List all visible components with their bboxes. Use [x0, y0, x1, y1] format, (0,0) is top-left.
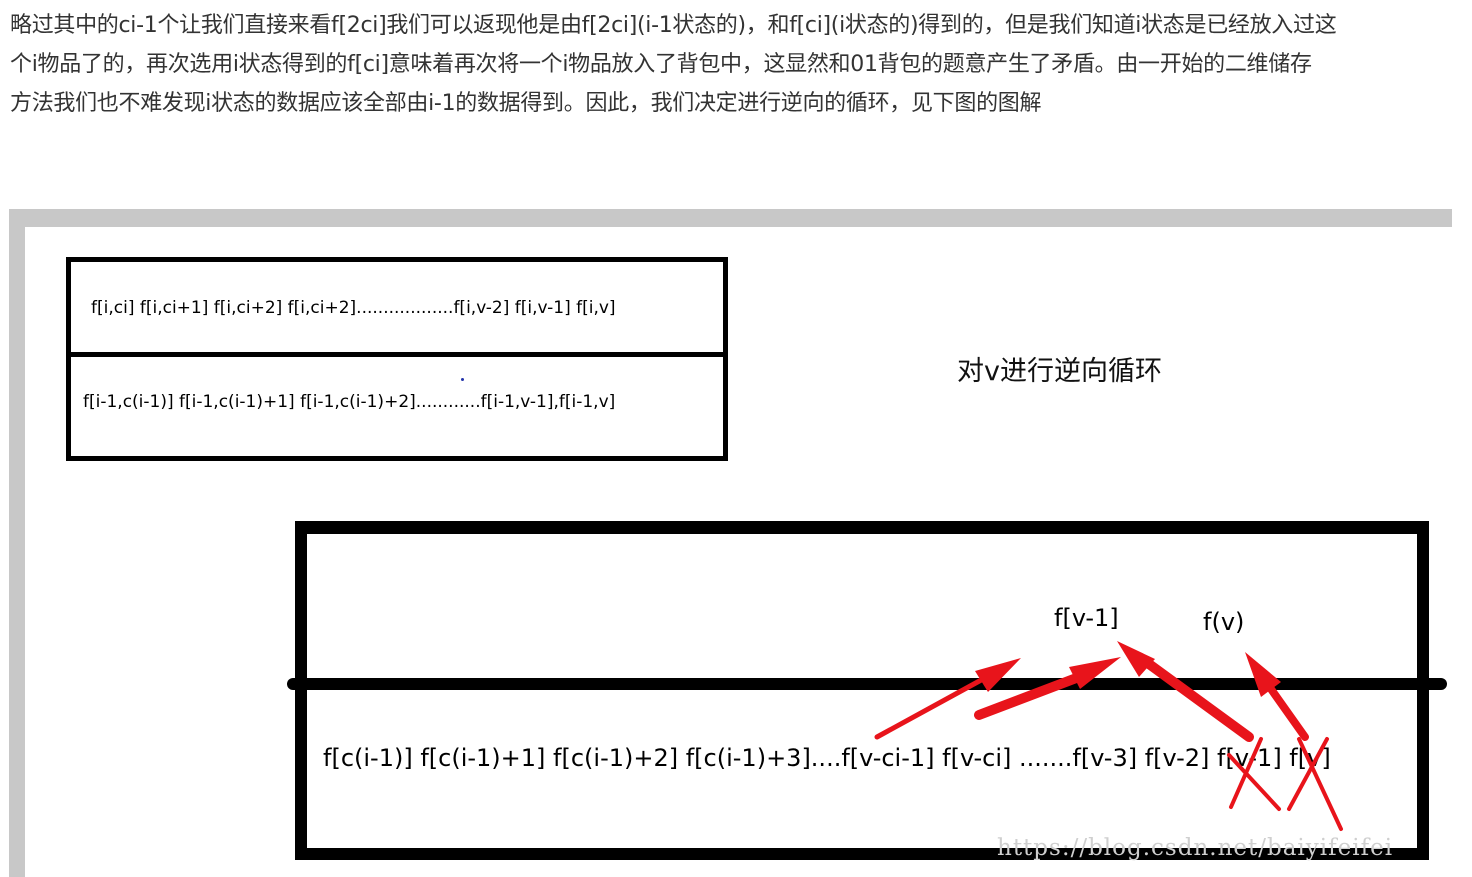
cross-mark-1a: [1227, 753, 1281, 811]
arrow-line-3: [1144, 659, 1254, 742]
state-i-row: f[i,ci] f[i,ci+1] f[i,ci+2] f[i,ci+2]...…: [91, 298, 616, 318]
cross-mark-1b: [1229, 737, 1263, 809]
reverse-loop-caption: 对v进行逆向循环: [957, 356, 1162, 387]
arrow-head-4: [1245, 652, 1281, 697]
cross-mark-2b: [1287, 737, 1329, 811]
arrow-head-1: [975, 658, 1021, 692]
two-dimensional-table-box: f[i,ci] f[i,ci+1] f[i,ci+2] f[i,ci+2]...…: [66, 257, 728, 461]
array-divider: [287, 678, 1447, 690]
article-paragraph: 略过其中的ci-1个让我们直接来看f[2ci]我们可以返现他是由f[2ci](i…: [10, 6, 1450, 123]
array-values-row: f[c(i-1)] f[c(i-1)+1] f[c(i-1)+2] f[c(i-…: [323, 744, 1331, 772]
arrow-head-3: [1117, 641, 1155, 677]
arrow-line-2: [974, 672, 1084, 720]
paragraph-line-2: 个i物品了的，再次选用i状态得到的f[ci]意味着再次将一个i物品放入了背包中，…: [10, 52, 1312, 77]
cross-mark-2a: [1297, 737, 1343, 831]
arrow-line-1: [874, 670, 997, 740]
stray-dot: [461, 378, 464, 381]
label-f-v-minus-1: f[v-1]: [1054, 604, 1119, 632]
csdn-watermark: https://blog.csdn.net/baiyifeifei: [997, 835, 1394, 861]
diagram-image: f[i,ci] f[i,ci+1] f[i,ci+2] f[i,ci+2]...…: [9, 209, 1452, 877]
red-annotation-layer: [874, 641, 1343, 831]
table-divider: [71, 352, 723, 357]
arrow-head-2: [1069, 657, 1121, 689]
paragraph-line-1: 略过其中的ci-1个让我们直接来看f[2ci]我们可以返现他是由f[2ci](i…: [10, 13, 1337, 38]
image-frame-top: [9, 209, 1452, 227]
one-dimensional-array-box: f[v-1] f(v) f[c(i-1)] f[c(i-1)+1] f[c(i-…: [287, 521, 1447, 860]
arrow-line-4: [1267, 685, 1309, 741]
state-i-minus-1-row: f[i-1,c(i-1)] f[i-1,c(i-1)+1] f[i-1,c(i-…: [83, 392, 616, 412]
image-frame-left: [9, 209, 25, 877]
label-f-v: f(v): [1203, 608, 1245, 636]
paragraph-line-3: 方法我们也不难发现i状态的数据应该全部由i-1的数据得到。因此，我们决定进行逆向…: [10, 91, 1042, 116]
